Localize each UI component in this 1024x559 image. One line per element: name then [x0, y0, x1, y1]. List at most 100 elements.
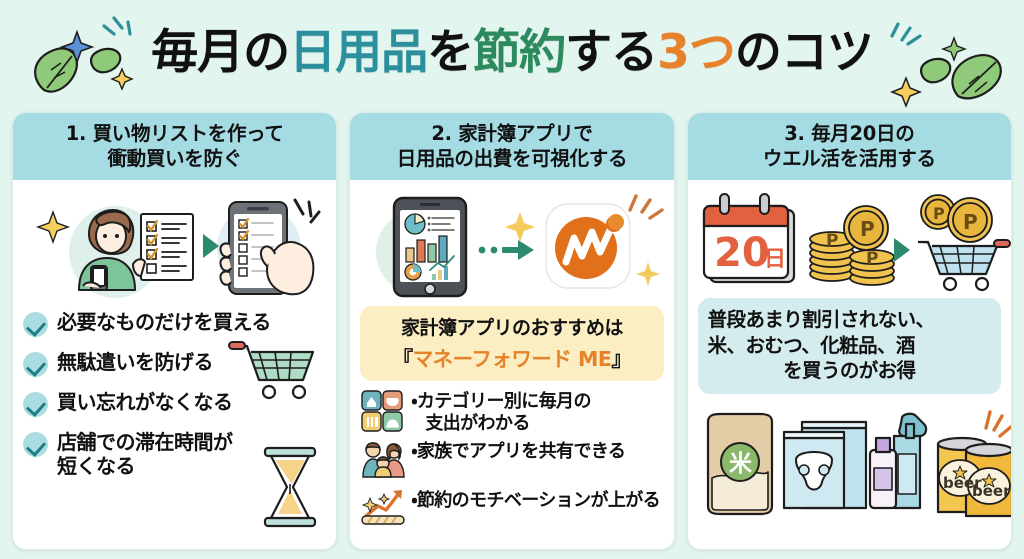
bracket-close: 』 — [611, 346, 632, 371]
category-grid-icon-svg — [361, 390, 404, 432]
beer-label-2: beer — [972, 482, 1011, 500]
checklist-item-line-1: 店舗での滞在時間が — [57, 429, 233, 454]
bullet-item: ・カテゴリー別に毎月の 支出がわかる — [360, 389, 663, 434]
card-3-header-line-2: ウエル活を活用する — [762, 146, 936, 170]
card-2-body: 家計簿アプリのおすすめは 『マネーフォワード ME』 — [350, 180, 673, 549]
app-name: マネーフォワード ME — [412, 346, 612, 371]
coin-label-p-1: P — [826, 231, 838, 251]
daily-goods-illustration: 米 — [706, 410, 1011, 518]
card-1-illustration — [23, 190, 326, 298]
card-3-illustration: 20 日 — [698, 190, 1011, 292]
point-coins-icon — [808, 205, 895, 286]
cutlery-glyph — [367, 416, 379, 427]
dotted-arrow-icon — [478, 239, 535, 260]
checklist-item: 店舗での滞在時間が 短くなる — [23, 430, 326, 479]
bracket-open: 『 — [392, 346, 414, 371]
bullet-item-label: ・節約のモチベーションが上がる — [411, 490, 661, 512]
calendar-icon: 20 日 — [702, 192, 795, 284]
money-forward-app-icon — [545, 203, 632, 289]
phone-to-app-illustration — [376, 194, 665, 298]
checklist-item: 必要なものだけを買える — [23, 310, 326, 337]
impact-lines-icon — [983, 410, 1011, 438]
beer-label-1: beer — [943, 474, 982, 492]
check-icon — [23, 431, 48, 457]
check-icon — [23, 311, 48, 337]
checklist-item-line-2: 短くなる — [57, 454, 136, 479]
card-1-body: 必要なものだけを買える 無駄遣いを防げる 買い忘れがなくなる 店舗での滞在時間が — [13, 180, 336, 549]
rice-label: 米 — [729, 451, 753, 477]
card-2-header: 2. 家計簿アプリで 日用品の出費を可視化する — [350, 113, 674, 180]
title-seg-4: する — [565, 24, 658, 80]
title-seg-0: 毎月の — [151, 24, 290, 80]
coin-label-p-5: P — [963, 210, 978, 234]
beer-can-icon — [936, 437, 1011, 518]
house-glyph — [367, 396, 377, 407]
sparkle-icon — [35, 209, 71, 244]
card-2-illustration — [360, 190, 665, 298]
rising-arrow-icon — [360, 488, 406, 532]
rice-bag-icon — [706, 413, 773, 516]
woman-icon — [78, 208, 136, 291]
cards-container: 1. 買い物リストを作って 衝動買いを防ぐ — [12, 112, 1012, 550]
impact-lines-icon — [293, 198, 321, 224]
bullet-line-2: 支出がわかる — [425, 412, 530, 434]
checklist-item: 買い忘れがなくなる — [23, 390, 326, 417]
calendar-day-unit: 日 — [764, 247, 786, 272]
cosmetics-bottle-icon — [868, 412, 927, 510]
arrow-icon — [203, 233, 219, 258]
app-recommendation-box: 家計簿アプリのおすすめは 『マネーフォワード ME』 — [360, 305, 664, 381]
calendar-day-number: 20 — [714, 230, 770, 276]
checklist-item-label: 必要なものだけを買える — [57, 309, 271, 334]
discount-note-box: 普段あまり割引されない、 米、おむつ、化粧品、酒 を買うのがお得 — [697, 297, 1001, 395]
coin-label-p-2: P — [866, 249, 878, 269]
card-budget-app: 2. 家計簿アプリで 日用品の出費を可視化する — [349, 112, 675, 550]
title-seg-6: のコツ — [734, 24, 874, 80]
title-seg-3: 節約 — [473, 24, 566, 80]
bullet-line-1: ・カテゴリー別に毎月の — [411, 390, 591, 412]
discount-note-line-1: 普段あまり割引されない、 — [707, 307, 935, 331]
card-3-body: 20 日 — [688, 180, 1011, 549]
bullet-item: ・節約のモチベーションが上がる — [360, 488, 663, 532]
check-icon — [23, 351, 48, 377]
bullet-item-label: ・カテゴリー別に毎月の 支出がわかる — [411, 389, 591, 434]
coin-label-p-4: P — [933, 204, 945, 223]
bowl-glyph — [386, 397, 399, 406]
checklist-item-label: 店舗での滞在時間が 短くなる — [57, 430, 233, 479]
family-icon-svg — [362, 442, 406, 478]
title-seg-2: を — [427, 24, 474, 80]
title-seg-1: 日用品 — [289, 24, 428, 80]
checklist-item: 無駄遣いを防げる — [23, 350, 326, 377]
food-glyph — [387, 419, 399, 425]
bullet-item: ・家族でアプリを共有できる — [360, 439, 663, 483]
card-1-checklist: 必要なものだけを買える 無駄遣いを防げる 買い忘れがなくなる 店舗での滞在時間が — [23, 310, 326, 528]
card-2-bullets: ・カテゴリー別に毎月の 支出がわかる — [360, 389, 663, 532]
smartphone-with-hand-icon — [219, 200, 315, 296]
cart-handle — [992, 238, 1011, 248]
category-grid-icon — [360, 389, 406, 433]
bullet-item-label: ・家族でアプリを共有できる — [411, 441, 626, 463]
shopping-cart-icon — [917, 240, 998, 292]
family-icon — [360, 439, 406, 483]
arrow-icon — [893, 237, 910, 262]
card-welcia-day: 3. 毎月20日の ウエル活を活用する 20 日 — [686, 112, 1012, 550]
title-banner: 毎月の日用品を節約する3つのコツ — [0, 0, 1024, 104]
card-1-header-line-2: 衝動買いを防ぐ — [107, 146, 242, 170]
smartphone-charts-icon — [393, 196, 468, 298]
sparkle-icon-2 — [636, 261, 661, 286]
diaper-pack-icon — [782, 421, 867, 510]
coin-label-p-3: P — [860, 217, 875, 241]
discount-note-line-2: 米、おむつ、化粧品、酒 — [707, 333, 916, 357]
card-shopping-list: 1. 買い物リストを作って 衝動買いを防ぐ — [12, 112, 338, 550]
checklist-item-label: 無駄遣いを防げる — [57, 349, 214, 374]
impact-lines-icon — [628, 194, 665, 220]
card-1-header-line-1: 1. 買い物リストを作って — [65, 122, 284, 145]
app-recommendation-line-1: 家計簿アプリのおすすめは — [400, 316, 624, 339]
card-2-header-line-2: 日用品の出費を可視化する — [396, 146, 628, 170]
app-recommendation-line-2: 『マネーフォワード ME』 — [368, 342, 655, 372]
card-3-header-line-1: 3. 毎月20日の — [784, 122, 915, 145]
rising-arrow-icon-svg — [361, 490, 406, 525]
checklist-item-label: 買い忘れがなくなる — [57, 389, 233, 414]
card-1-header: 1. 買い物リストを作って 衝動買いを防ぐ — [13, 113, 337, 180]
sparkle-icon — [505, 211, 536, 242]
